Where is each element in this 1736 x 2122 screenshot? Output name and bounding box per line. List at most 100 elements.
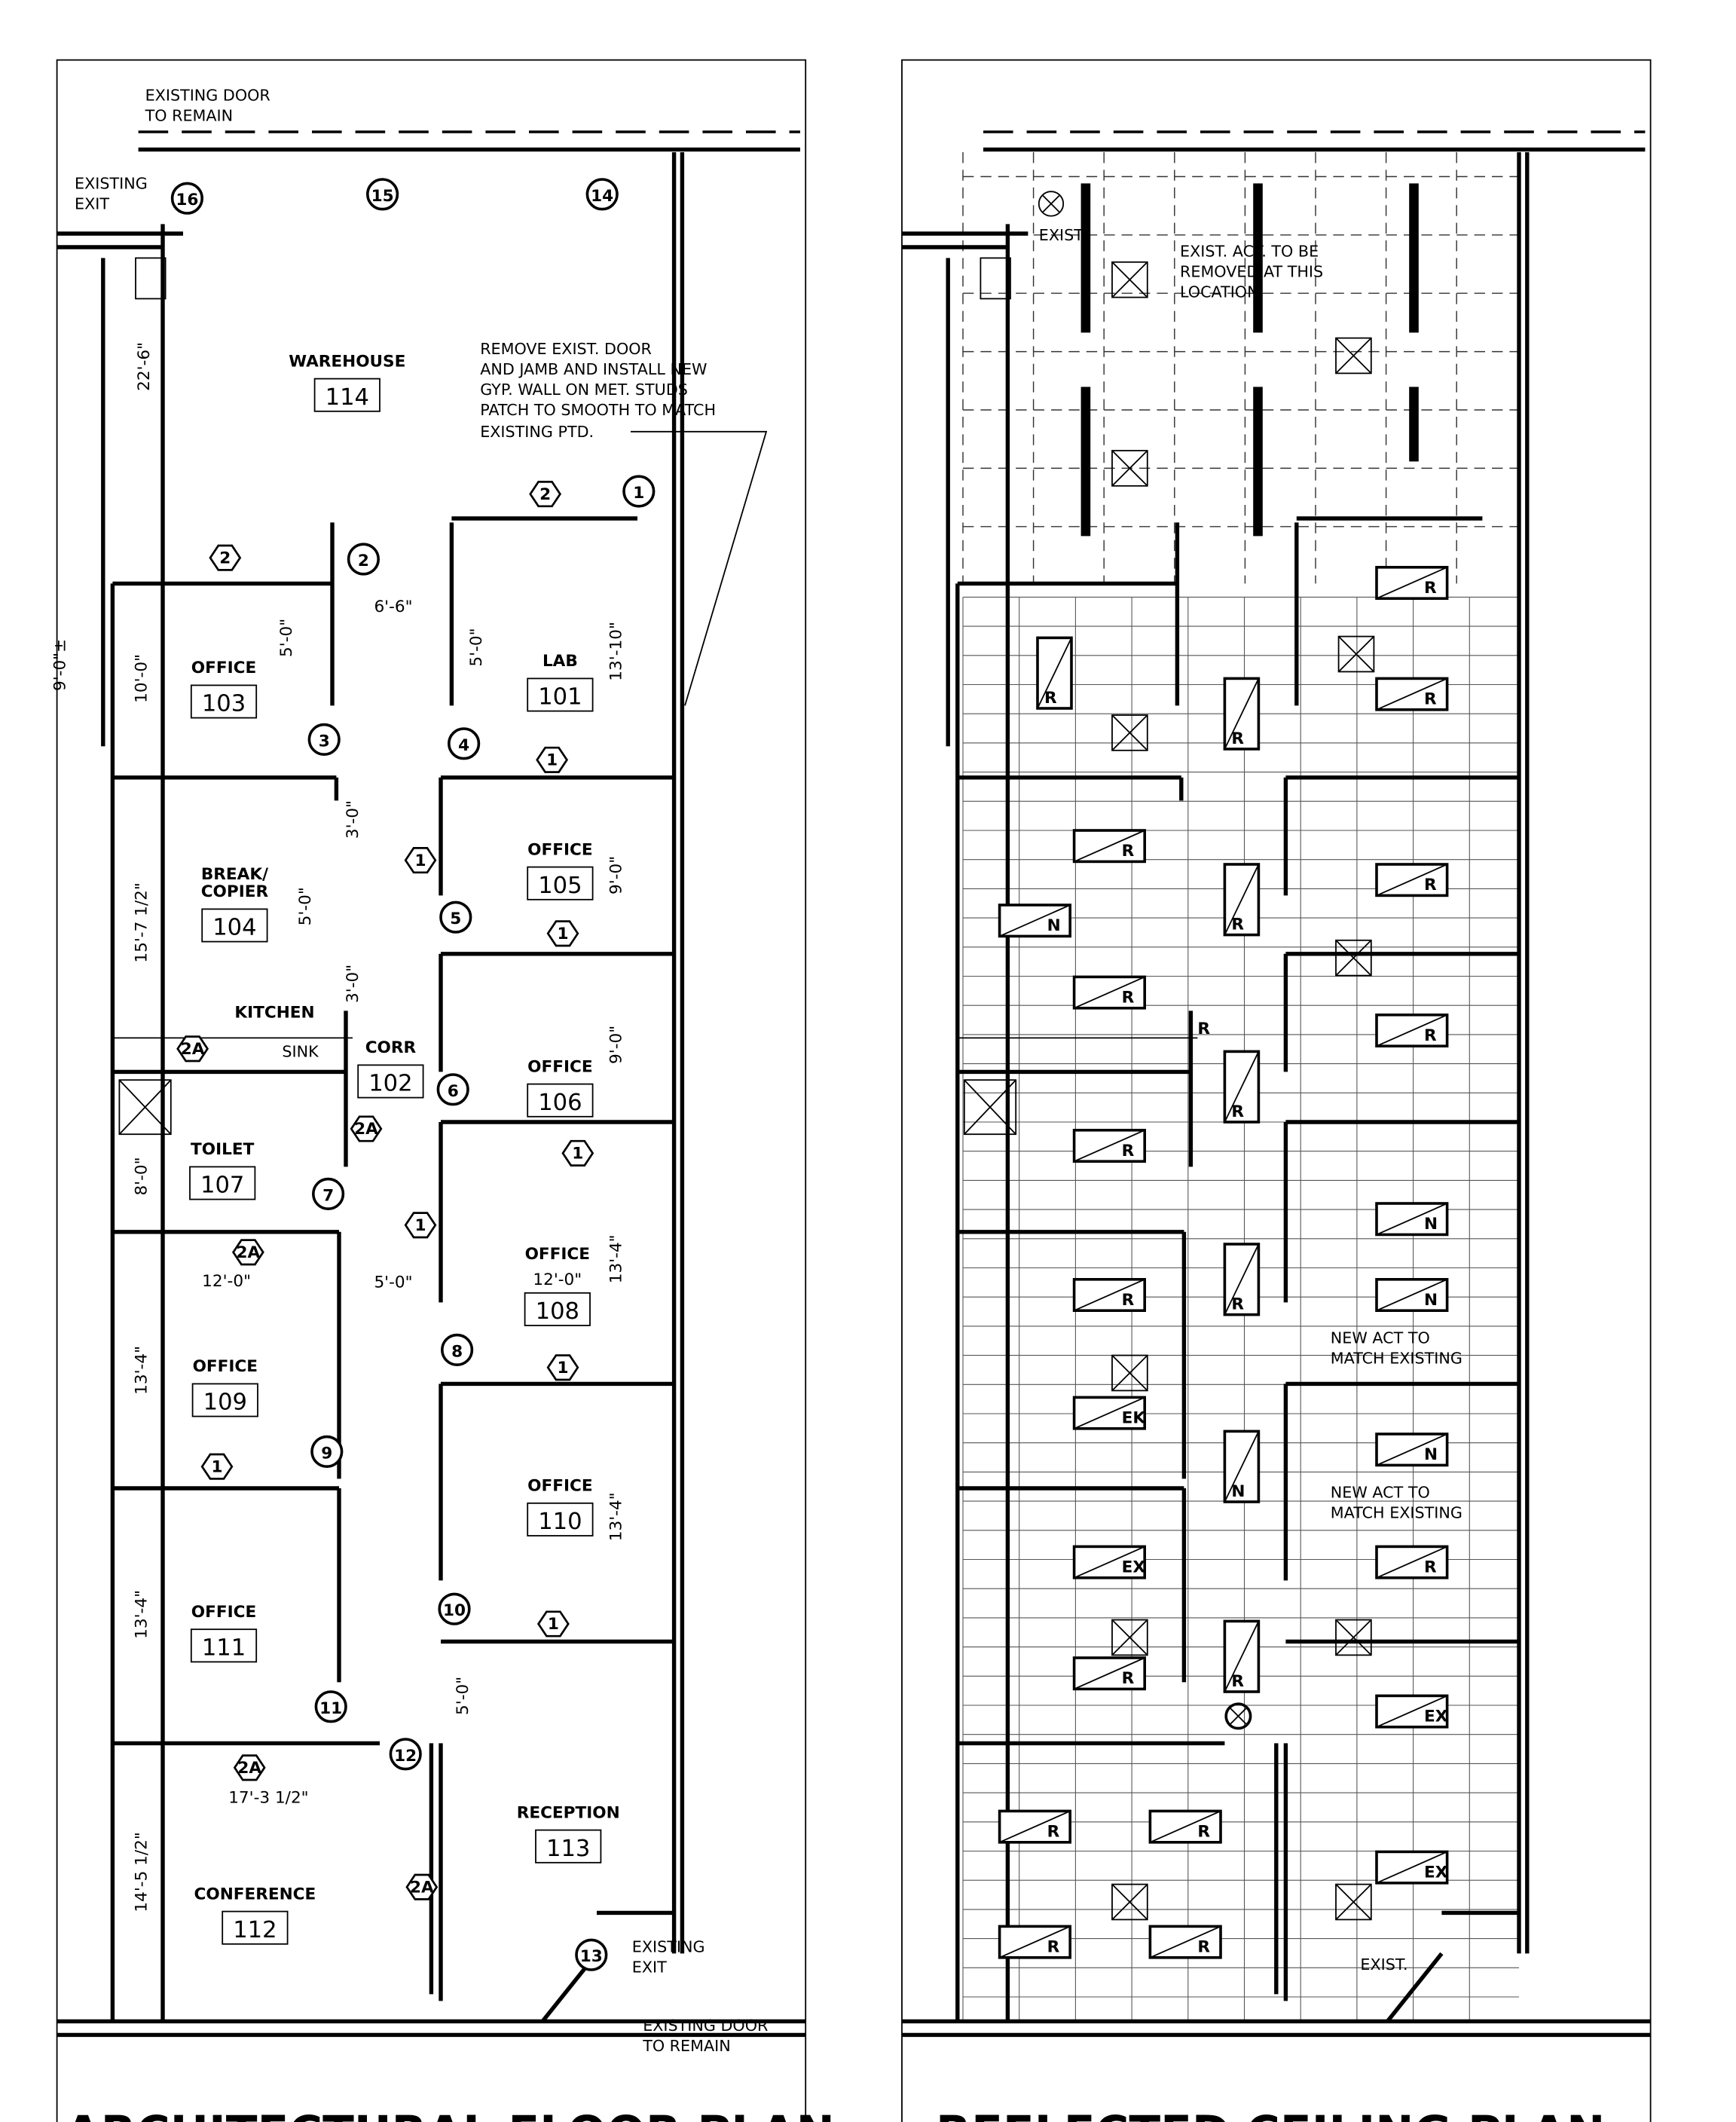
room-number: 114 — [326, 384, 369, 411]
shaft — [963, 1079, 1017, 1136]
note-existing-exit-top-2: EXIT — [75, 195, 109, 213]
door-tag — [436, 1073, 469, 1106]
fixture-label: R — [1122, 989, 1135, 1007]
room-number-box — [201, 908, 268, 943]
note-remove-act-1: EXIST. ACT. TO BE — [1180, 243, 1319, 261]
floor-plan-annotations: EXISTING DOOR TO REMAIN EXISTING EXIT RE… — [75, 87, 768, 2055]
room-name-line2: COPIER — [201, 882, 269, 901]
dimension: 3'-0" — [344, 965, 362, 1003]
fixture-label: R — [1231, 1295, 1244, 1313]
dimension: 3'-0" — [344, 800, 362, 839]
note-remove-door-4: PATCH TO SMOOTH TO MATCH — [480, 401, 716, 419]
light-fixture-diagonal — [1074, 1657, 1145, 1690]
door-tag-number: 2 — [358, 552, 369, 570]
shaft — [118, 1079, 172, 1136]
note-existing-exit-bottom: EXISTING — [632, 1938, 705, 1956]
fixture-label: R — [1231, 1672, 1244, 1691]
light-fixture-diagonal — [1037, 638, 1072, 709]
note-remove-door-5: EXISTING PTD. — [480, 423, 594, 441]
door-tag-number: 4 — [458, 736, 469, 755]
room-number-box — [313, 378, 381, 412]
room-number: 109 — [203, 1390, 247, 1416]
room-name: OFFICE — [525, 1245, 590, 1264]
door-tag-number: 11 — [319, 1699, 342, 1718]
light-fixture-diagonal — [1376, 1546, 1447, 1579]
light-fixture-diagonal — [1376, 1695, 1447, 1728]
note-remove-door-3: GYP. WALL ON MET. STUDS — [480, 381, 688, 399]
wall-type-tag — [404, 847, 437, 874]
strip-light — [1080, 183, 1091, 333]
diffuser-icon — [1335, 1619, 1372, 1656]
light-fixture-diagonal — [1376, 566, 1447, 600]
room-name: BREAK/ — [201, 865, 268, 884]
room-name: TOILET — [191, 1140, 255, 1159]
light-fixture-diagonal — [1224, 1243, 1260, 1315]
dimension: 10'-0" — [132, 654, 151, 703]
room-name: CORR — [365, 1038, 417, 1057]
diffuser-icon — [1335, 939, 1372, 977]
mop-sink — [980, 257, 1011, 300]
room-number: 113 — [546, 1836, 590, 1862]
wall-type-tag-label: 1 — [557, 925, 568, 943]
dimension: 13'-4" — [132, 1346, 151, 1395]
room-name: RECEPTION — [517, 1803, 620, 1822]
diffuser-icon-x — [1335, 337, 1372, 375]
room-name: OFFICE — [191, 1603, 256, 1622]
wall-type-tag — [405, 1873, 439, 1900]
door-tag — [366, 178, 399, 211]
light-fixture-diagonal — [1376, 1014, 1447, 1047]
door-tag — [389, 1738, 422, 1771]
diffuser-icon — [1335, 1883, 1372, 1921]
room-name: LAB — [542, 652, 578, 671]
wall — [1386, 1952, 1444, 2023]
room-number-box — [535, 1829, 602, 1864]
diffuser-icon-x — [1111, 1354, 1148, 1392]
fixture-label: R — [1424, 1026, 1437, 1045]
note-existing-door-top-2: TO REMAIN — [145, 107, 234, 125]
door-tag — [170, 182, 203, 215]
fixture-label: EX — [1424, 1864, 1448, 1882]
strip-light — [1253, 387, 1263, 537]
diffuser-icon — [1111, 1354, 1148, 1392]
ceiling-plan-walls — [902, 130, 1651, 2038]
diffuser-icon — [1111, 1883, 1148, 1921]
room-number: 106 — [538, 1090, 582, 1116]
wall-type-tag — [546, 1354, 579, 1381]
light-fixture-diagonal — [1224, 864, 1260, 935]
fixture-label: N — [1424, 1215, 1438, 1234]
fixture-label-extra: R — [1197, 1020, 1210, 1038]
door-tag-number: 9 — [321, 1444, 332, 1463]
diffuser-icon-x — [1335, 940, 1372, 977]
note-existing-door-bottom-2: TO REMAIN — [642, 2037, 731, 2055]
wall-type-tag — [546, 920, 579, 947]
wall-type-tag-label: 2 — [539, 485, 551, 504]
ceiling-plan-title: REFLECTED CEILING PLAN — [936, 2107, 1605, 2122]
room-name: OFFICE — [527, 1057, 592, 1076]
dimension: 6'-6" — [374, 598, 412, 616]
note-exist-bottom: EXIST. — [1360, 1955, 1407, 1974]
diffuser-icon-x — [1111, 1883, 1148, 1921]
light-fixture-diagonal — [1376, 864, 1447, 897]
room-number: 107 — [200, 1173, 244, 1199]
room-number: 111 — [202, 1634, 246, 1661]
fixture-label: N — [1231, 1482, 1245, 1501]
door-tag-number: 10 — [443, 1601, 466, 1620]
floor-plan-frame — [56, 59, 807, 2122]
door-tag-number: 12 — [394, 1747, 417, 1766]
door-tag-number: 7 — [322, 1186, 334, 1205]
fixture-label: R — [1231, 729, 1244, 748]
fixture-label: R — [1231, 1102, 1244, 1121]
dimension-labels: 22'-6"9'-0"±6'-6"10'-0"5'-0"5'-0"13'-10"… — [50, 342, 625, 1913]
light-fixture-diagonal — [1376, 677, 1447, 711]
room-labels: WAREHOUSE114OFFICE103LAB101BREAK/COPIER1… — [189, 352, 620, 1945]
label-kitchen: KITCHEN — [234, 1003, 314, 1022]
door-tag — [439, 900, 472, 934]
door-tag-number: 1 — [633, 484, 644, 503]
dimension: 14'-5 1/2" — [132, 1832, 151, 1912]
note-existing-exit-bottom-2: EXIT — [632, 1958, 667, 1977]
strip-light — [1253, 183, 1263, 333]
fixture-label: R — [1424, 690, 1437, 709]
fixture-label: R — [1122, 1669, 1135, 1688]
fixture-label: R — [1424, 579, 1437, 598]
